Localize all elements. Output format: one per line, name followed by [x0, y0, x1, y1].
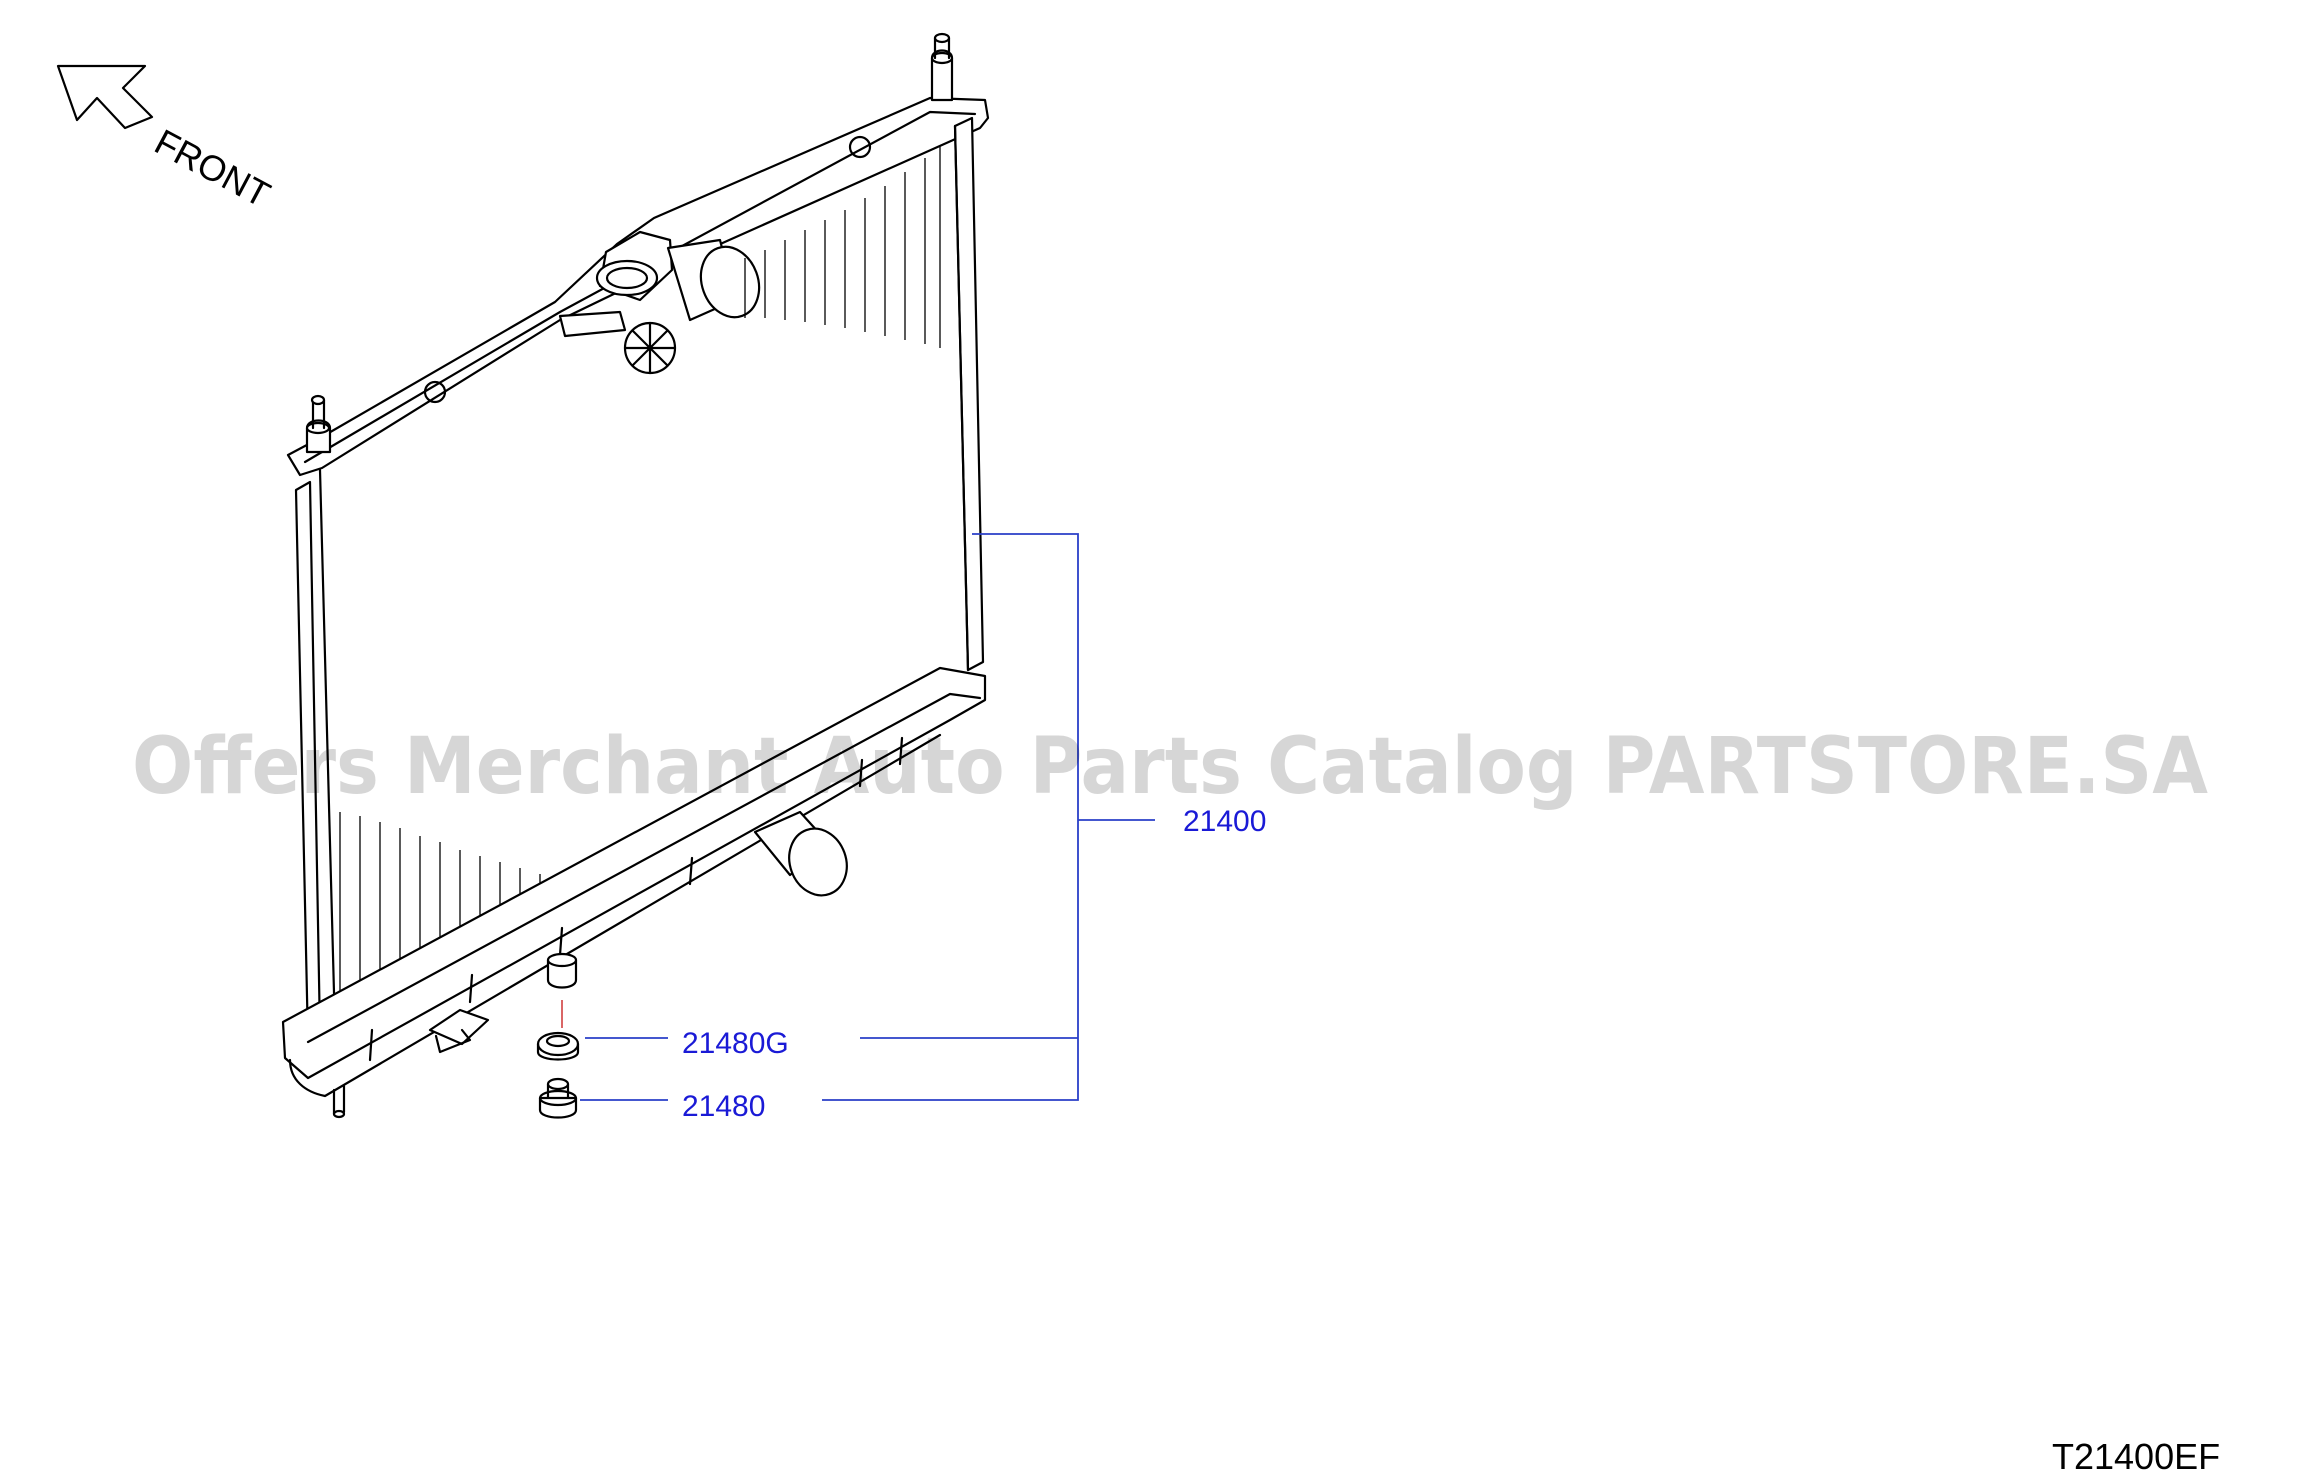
- leader-lines: [580, 533, 1155, 1101]
- callout-21480[interactable]: 21480: [682, 1090, 765, 1123]
- diagram-code: T21400EF: [2052, 1436, 2220, 1477]
- core-fins-upper: [744, 146, 941, 348]
- watermark-text: Offers Merchant Auto Parts Catalog PARTS…: [132, 722, 2208, 812]
- front-arrow-icon: [56, 64, 154, 130]
- drain-plug-21480: [538, 1077, 578, 1119]
- callout-21400[interactable]: 21400: [1183, 805, 1266, 838]
- front-label: FRONT: [148, 121, 277, 215]
- drain-gasket-21480g: [536, 1031, 580, 1061]
- callout-21480g[interactable]: 21480G: [682, 1027, 789, 1060]
- radiator-illustration: [281, 32, 990, 1119]
